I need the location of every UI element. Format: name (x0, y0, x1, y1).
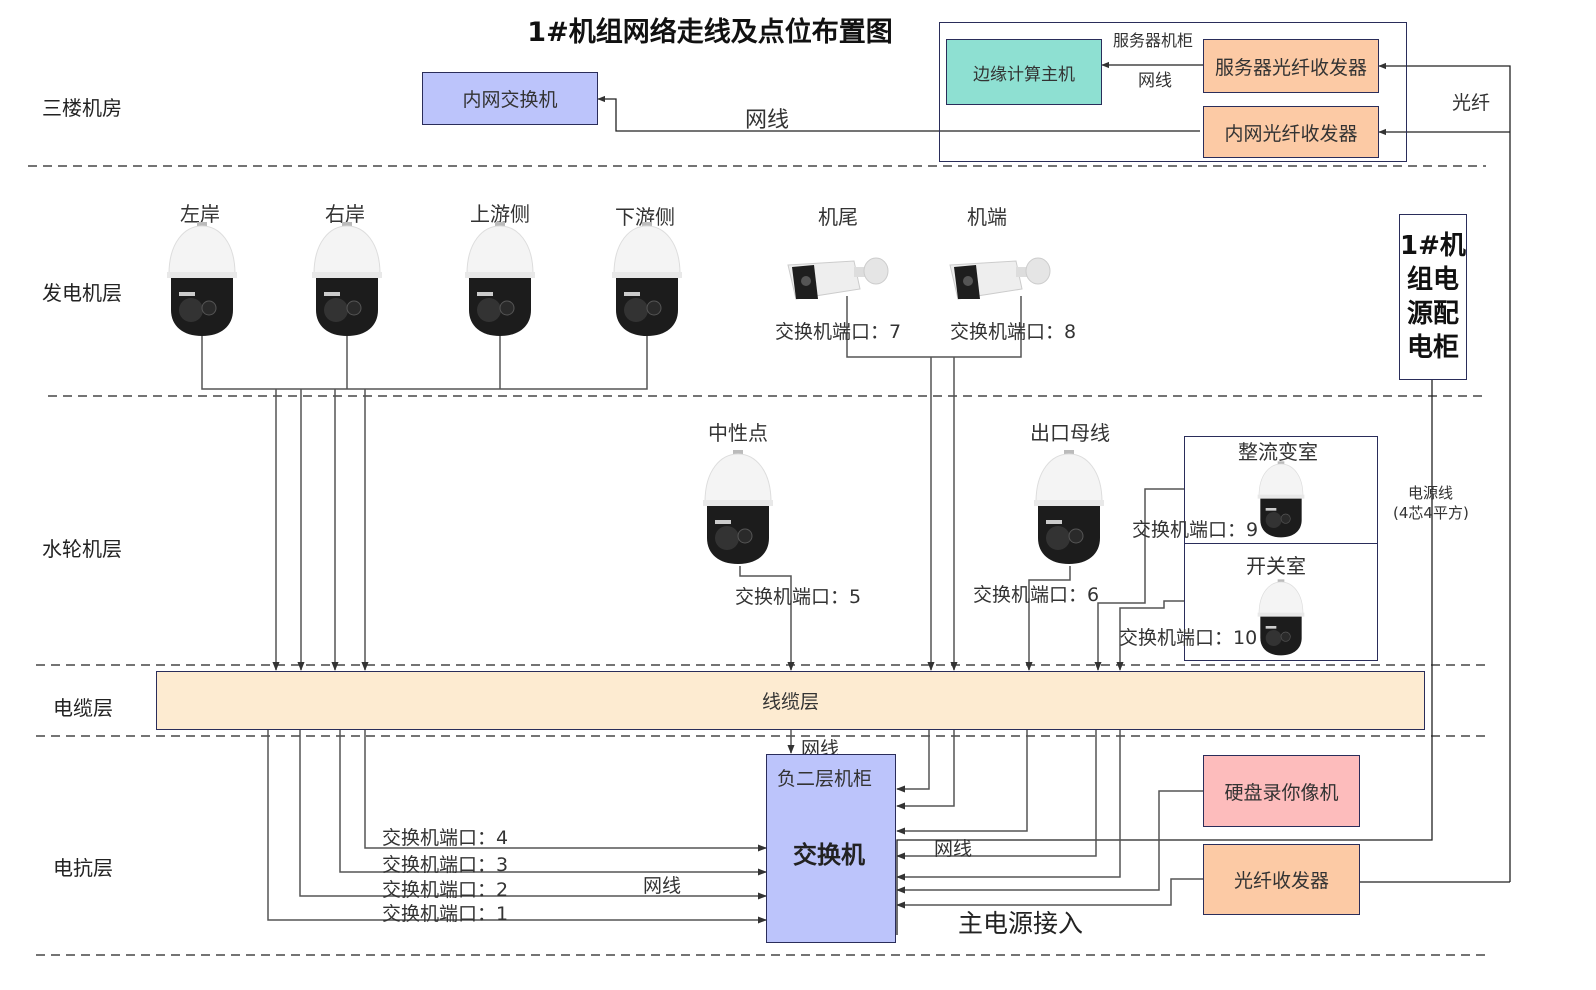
cable-6 (1025, 566, 1071, 671)
switch-room (1184, 543, 1378, 661)
power-distribution-cabinet[interactable]: 1#机 组电 源配 电柜 (1399, 214, 1467, 380)
dome-bus (201, 336, 648, 390)
bullet-bus (846, 296, 1022, 358)
server-cabinet-title: 服务器机柜 (1113, 31, 1194, 50)
power-cable-label: 电源线 (1408, 484, 1454, 502)
cable-nvr (896, 790, 1203, 894)
floor-label-generator: 发电机层 (42, 281, 122, 305)
page-title: 1#机组网络走线及点位布置图 (527, 17, 893, 48)
power-cable-spec: (4芯4平方) (1393, 504, 1469, 522)
fiber-server (1378, 62, 1511, 882)
intranet-fiber-transceiver[interactable]: 内网光纤收发器 (1203, 106, 1379, 158)
cable-intranet (597, 95, 1200, 132)
floor-label-third-floor: 三楼机房 (42, 96, 122, 120)
cable-layer-bar: 线缆层 (156, 671, 1425, 730)
dome-camera-icon[interactable] (1255, 460, 1307, 540)
cable-port-3 (339, 730, 767, 876)
cable-5 (739, 566, 795, 671)
right-cable-label: 网线 (934, 838, 973, 860)
dome-camera-icon[interactable] (1255, 578, 1307, 658)
b2-cabinet-switch[interactable]: 负二层机柜 交换机 (766, 754, 896, 943)
server-fiber-transceiver[interactable]: 服务器光纤收发器 (1203, 39, 1379, 93)
floor-label-reactor: 电抗层 (53, 856, 113, 880)
port-label-10: 交换机端口：10 (1119, 627, 1258, 649)
cable-port-6 (896, 730, 1028, 835)
cable-10 (1116, 600, 1184, 671)
room-label-rectifier: 整流变室 (1238, 440, 1318, 464)
floor-dividers (28, 165, 1486, 956)
port-label-6: 交换机端口：6 (973, 584, 1100, 606)
cable-port-10 (896, 730, 1121, 881)
main-power-label: 主电源接入 (958, 909, 1084, 938)
cable-9 (1094, 488, 1184, 671)
cable-port-2 (299, 730, 767, 900)
intranet-switch[interactable]: 内网交换机 (422, 72, 598, 125)
power-cabinet-line: 组电 (1406, 265, 1459, 295)
edge-computing-host[interactable]: 边缘计算主机 (946, 39, 1102, 105)
power-cabinet-line: 1#机 (1400, 231, 1466, 261)
port-label-8: 交换机端口：8 (950, 321, 1077, 343)
port-label-4: 交换机端口：4 (382, 827, 509, 849)
camera-label-tail: 机尾 (818, 205, 858, 229)
bullet-camera-icon[interactable] (784, 255, 894, 303)
switch-label: 交换机 (793, 841, 865, 869)
dome-camera-icon[interactable] (1030, 450, 1108, 566)
port-label-2: 交换机端口：2 (382, 879, 509, 901)
port-label-1: 交换机端口：1 (382, 903, 509, 925)
dome-camera-icon[interactable] (461, 222, 539, 338)
power-cabinet-line: 电柜 (1406, 333, 1459, 363)
floor-label-turbine: 水轮机层 (42, 537, 122, 561)
camera-label-end: 机端 (967, 205, 1007, 229)
port-label-7: 交换机端口：7 (775, 321, 902, 343)
dome-camera-icon[interactable] (308, 222, 386, 338)
cable-fiber-transceiver (896, 878, 1203, 909)
cable-port-1 (267, 730, 767, 924)
floor-label-cable: 电缆层 (53, 696, 113, 720)
camera-label-outlet-bus: 出口母线 (1030, 421, 1110, 445)
server-cabinet (939, 22, 1407, 162)
left-cable-label: 网线 (643, 875, 682, 897)
dome-camera-icon[interactable] (699, 450, 777, 566)
dome-camera-icon[interactable] (608, 222, 686, 338)
room-label-switch-room: 开关室 (1246, 554, 1306, 578)
cable-port-4 (364, 730, 767, 852)
dome-camera-icon[interactable] (163, 222, 241, 338)
network-cable-label: 网线 (745, 108, 790, 133)
inner-cable-label: 网线 (1138, 71, 1172, 91)
fiber-label: 光纤 (1452, 92, 1491, 114)
port-label-5: 交换机端口：5 (735, 586, 862, 608)
cable-port-9 (896, 730, 1097, 860)
fiber-transceiver-box[interactable]: 光纤收发器 (1203, 844, 1360, 915)
port-label-3: 交换机端口：3 (382, 854, 509, 876)
power-cabinet-line: 源配 (1406, 299, 1459, 329)
port-label-9: 交换机端口：9 (1132, 519, 1259, 541)
camera-label-neutral-point: 中性点 (708, 421, 768, 445)
nvr-box[interactable]: 硬盘录你像机 (1203, 755, 1360, 827)
cable-port-8 (896, 730, 955, 810)
bullet-camera-icon[interactable] (946, 255, 1056, 303)
cabinet-title: 负二层机柜 (777, 768, 873, 790)
cable-port-7 (896, 730, 930, 793)
